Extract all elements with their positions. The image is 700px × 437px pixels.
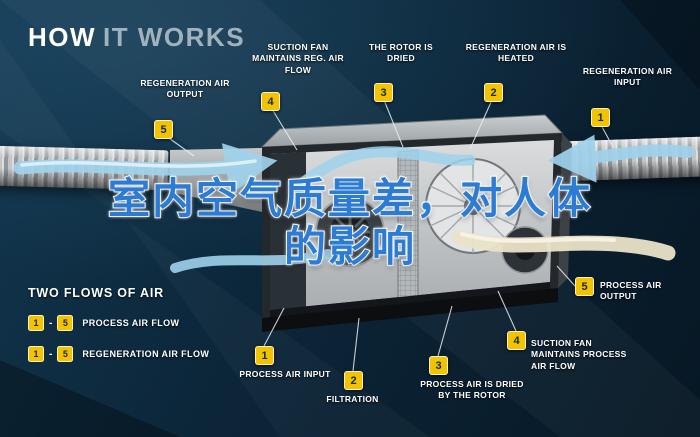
- legend-badge-start: 1: [28, 315, 44, 331]
- step-badge-process-output: 5: [575, 277, 594, 296]
- legend-heading: TWO FLOWS OF AIR: [28, 286, 164, 300]
- overlay-line1: 室内空气质量差，对人体: [107, 174, 592, 223]
- callout-filtration: FILTRATION: [326, 394, 379, 404]
- machine-base: [262, 288, 558, 332]
- callout-air-heated: REGENERATION AIR IS HEATED: [465, 42, 567, 64]
- step-badge-suction-fan-process: 4: [507, 331, 526, 350]
- legend-two-flows: TWO FLOWS OF AIR 1 - 5 PROCESS AIR FLOW …: [28, 286, 209, 362]
- callout-rotor-dried: THE ROTOR IS DRIED: [369, 42, 433, 64]
- legend-badge-end: 5: [57, 315, 74, 331]
- step-badge-suction-fan-regen: 4: [261, 92, 280, 111]
- step-badge-rotor-dried: 3: [374, 83, 393, 102]
- chinese-overlay-headline: 室内空气质量差，对人体 的影响: [0, 174, 700, 272]
- title-how: HOW: [28, 22, 97, 52]
- callout-suction-fan-process: SUCTION FAN MAINTAINS PROCESS AIR FLOW: [531, 338, 627, 371]
- callout-suction-fan-regen: SUCTION FAN MAINTAINS REG. AIR FLOW: [252, 42, 344, 75]
- legend-badge-end: 5: [57, 346, 74, 362]
- callout-regen-input: REGENERATION AIR INPUT: [582, 66, 673, 88]
- title-it-works: IT WORKS: [103, 22, 246, 52]
- callout-process-input: PROCESS AIR INPUT: [239, 369, 331, 379]
- step-badge-air-heated: 2: [484, 83, 503, 102]
- fan-left: [315, 197, 385, 267]
- callout-process-dried: PROCESS AIR IS DRIED BY THE ROTOR: [420, 379, 524, 401]
- legend-badge-start: 1: [28, 346, 44, 362]
- legend-separator: -: [49, 317, 53, 329]
- legend-row-regeneration: 1 - 5 REGENERATION AIR FLOW: [28, 346, 209, 362]
- legend-label-regeneration: REGENERATION AIR FLOW: [82, 349, 210, 359]
- overlay-line2: 的影响: [283, 222, 416, 272]
- step-badge-process-dried: 3: [429, 356, 448, 375]
- legend-separator: -: [49, 348, 53, 360]
- callout-regen-output: REGENERATION AIR OUTPUT: [140, 78, 230, 100]
- step-badge-process-input: 1: [255, 346, 274, 365]
- legend-label-process: PROCESS AIR FLOW: [82, 318, 180, 328]
- step-badge-filtration: 2: [344, 371, 363, 390]
- legend-row-process: 1 - 5 PROCESS AIR FLOW: [28, 315, 209, 331]
- step-badge-regen-input: 1: [591, 108, 610, 127]
- step-badge-regen-output: 5: [154, 120, 173, 139]
- callout-process-output: PROCESS AIR OUTPUT: [600, 280, 662, 302]
